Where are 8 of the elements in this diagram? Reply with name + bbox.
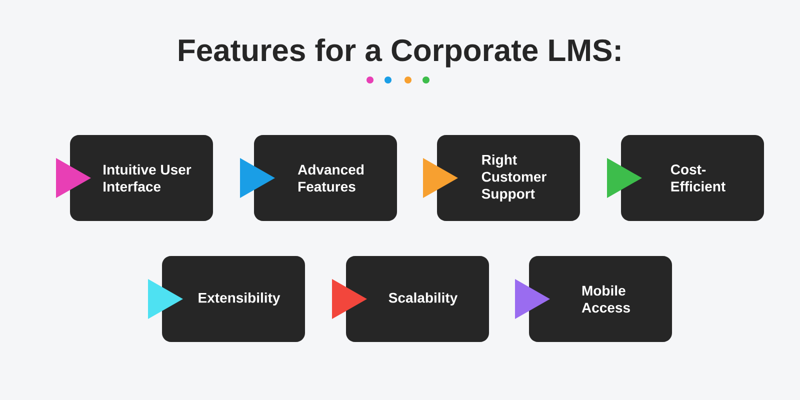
feature-box: Mobile Access — [529, 256, 672, 342]
title: Features for a Corporate LMS: — [179, 38, 620, 68]
feature-box: Extensibility — [162, 256, 305, 342]
feature-box: Advanced Features — [254, 135, 397, 221]
feature-box: Cost-Efficient — [621, 135, 764, 221]
feature-box: Intuitive User Interface — [70, 135, 213, 221]
feature-box: Right Customer Support — [437, 135, 580, 221]
feature-box: Scalability — [346, 256, 489, 342]
